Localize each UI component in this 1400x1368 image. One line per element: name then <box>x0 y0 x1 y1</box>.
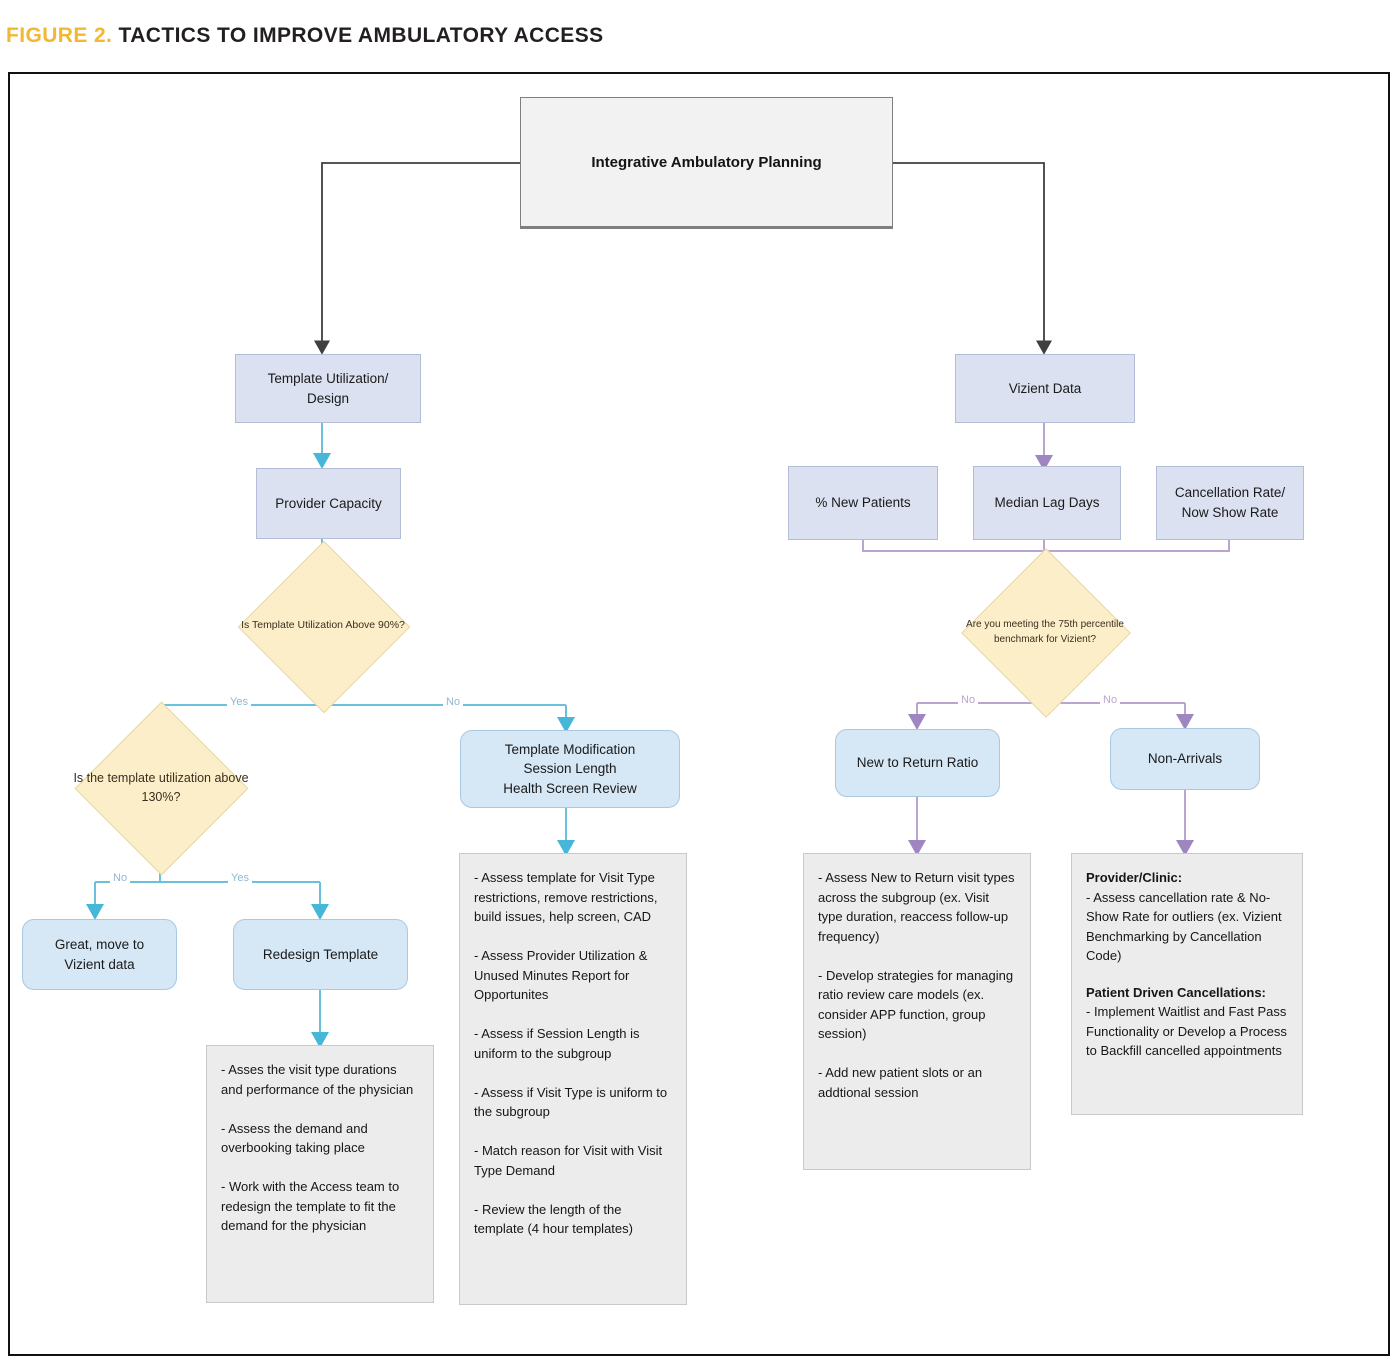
note-body-patient-driven-cancellations: - Implement Waitlist and Fast Pass Funct… <box>1086 1002 1288 1061</box>
diamond-text: Are you meeting the 75th percentile benc… <box>954 573 1136 691</box>
note-text: - Asses the visit type durations and per… <box>221 1062 414 1233</box>
node-decision-template-utilization-90[interactable]: Is Template Utilization Above 90%? <box>226 540 420 714</box>
node-template-modification[interactable]: Template Modification Session Length Hea… <box>460 730 680 808</box>
edge-label-bench-no-left: No <box>958 694 979 706</box>
node-new-to-return-ratio[interactable]: New to Return Ratio <box>835 729 1000 797</box>
note-text: - Assess New to Return visit types acros… <box>818 870 1015 1100</box>
note-text: - Assess template for Visit Type restric… <box>474 870 668 1236</box>
edge-label-util90-yes: Yes <box>227 696 251 708</box>
node-vizient-data[interactable]: Vizient Data <box>955 354 1135 423</box>
node-label: Is Template Utilization Above 90%? <box>241 619 405 632</box>
node-label: New to Return Ratio <box>856 755 979 771</box>
node-label: Cancellation Rate/ Now Show Rate <box>1174 485 1286 520</box>
node-great-move-to-vizient-data[interactable]: Great, move to Vizient data <box>22 919 177 990</box>
edge-label-text: Yes <box>230 696 248 708</box>
node-label: Template Utilization/ Design <box>267 370 389 406</box>
node-decision-75th-percentile-benchmark[interactable]: Are you meeting the 75th percentile benc… <box>954 548 1136 718</box>
node-label: Great, move to Vizient data <box>54 936 145 972</box>
node-template-utilization-design[interactable]: Template Utilization/ Design <box>235 354 421 423</box>
node-label: Vizient Data <box>1008 380 1082 396</box>
note-body-text: - Implement Waitlist and Fast Pass Funct… <box>1086 1004 1287 1058</box>
node-label: Non-Arrivals <box>1147 751 1223 767</box>
note-heading-patient-driven-cancellations: Patient Driven Cancellations: <box>1086 983 1288 1003</box>
node-label: Provider Capacity <box>275 495 382 511</box>
node-label: Are you meeting the 75th percentile benc… <box>966 619 1124 645</box>
edge-label-util90-no: No <box>443 696 464 708</box>
edge-label-text: No <box>961 694 976 706</box>
page-title: TACTICS TO IMPROVE AMBULATORY ACCESS <box>118 24 604 47</box>
note-heading-provider-clinic: Provider/Clinic: <box>1086 868 1288 888</box>
node-redesign-template[interactable]: Redesign Template <box>233 919 408 990</box>
edge-label-text: No <box>1103 694 1118 706</box>
note-template-modification: - Assess template for Visit Type restric… <box>459 853 687 1305</box>
note-heading-text: Provider/Clinic: <box>1086 870 1183 885</box>
note-spacer <box>1086 966 1288 983</box>
node-median-lag-days[interactable]: Median Lag Days <box>973 466 1121 540</box>
node-cancellation-rate-no-show-rate[interactable]: Cancellation Rate/ Now Show Rate <box>1156 466 1304 540</box>
node-label: Redesign Template <box>262 946 379 962</box>
node-non-arrivals[interactable]: Non-Arrivals <box>1110 728 1260 790</box>
node-label: % New Patients <box>815 495 911 511</box>
figure-number: FIGURE 2. <box>6 24 113 47</box>
node-label: Integrative Ambulatory Planning <box>591 153 822 171</box>
note-redesign-template: - Asses the visit type durations and per… <box>206 1045 434 1303</box>
node-label: Median Lag Days <box>994 495 1100 511</box>
note-new-to-return-ratio: - Assess New to Return visit types acros… <box>803 853 1031 1170</box>
edge-label-text: Yes <box>231 872 249 884</box>
node-pct-new-patients[interactable]: % New Patients <box>788 466 938 540</box>
edge-label-util130-no: No <box>110 872 131 884</box>
node-label: Is the template utilization above 130%? <box>73 770 249 804</box>
diamond-text: Is Template Utilization Above 90%? <box>226 566 420 686</box>
note-body-text: - Assess cancellation rate & No- Show Ra… <box>1086 889 1282 964</box>
figure-header: FIGURE 2. TACTICS TO IMPROVE AMBULATORY … <box>6 20 1006 52</box>
edge-label-text: No <box>446 696 461 708</box>
node-provider-capacity[interactable]: Provider Capacity <box>256 468 401 539</box>
node-label: Template Modification Session Length Hea… <box>503 741 637 796</box>
edge-label-bench-no-right: No <box>1100 694 1121 706</box>
edge-label-text: No <box>113 872 128 884</box>
node-integrative-ambulatory-planning[interactable]: Integrative Ambulatory Planning <box>520 97 893 227</box>
diamond-text: Is the template utilization above 130%? <box>62 727 260 848</box>
note-non-arrivals: Provider/Clinic: - Assess cancellation r… <box>1071 853 1303 1115</box>
note-heading-text: Patient Driven Cancellations: <box>1086 984 1266 1000</box>
edge-label-util130-yes: Yes <box>228 872 252 884</box>
note-body-provider-clinic: - Assess cancellation rate & No- Show Ra… <box>1086 888 1288 966</box>
node-decision-template-utilization-130[interactable]: Is the template utilization above 130%? <box>62 701 260 876</box>
